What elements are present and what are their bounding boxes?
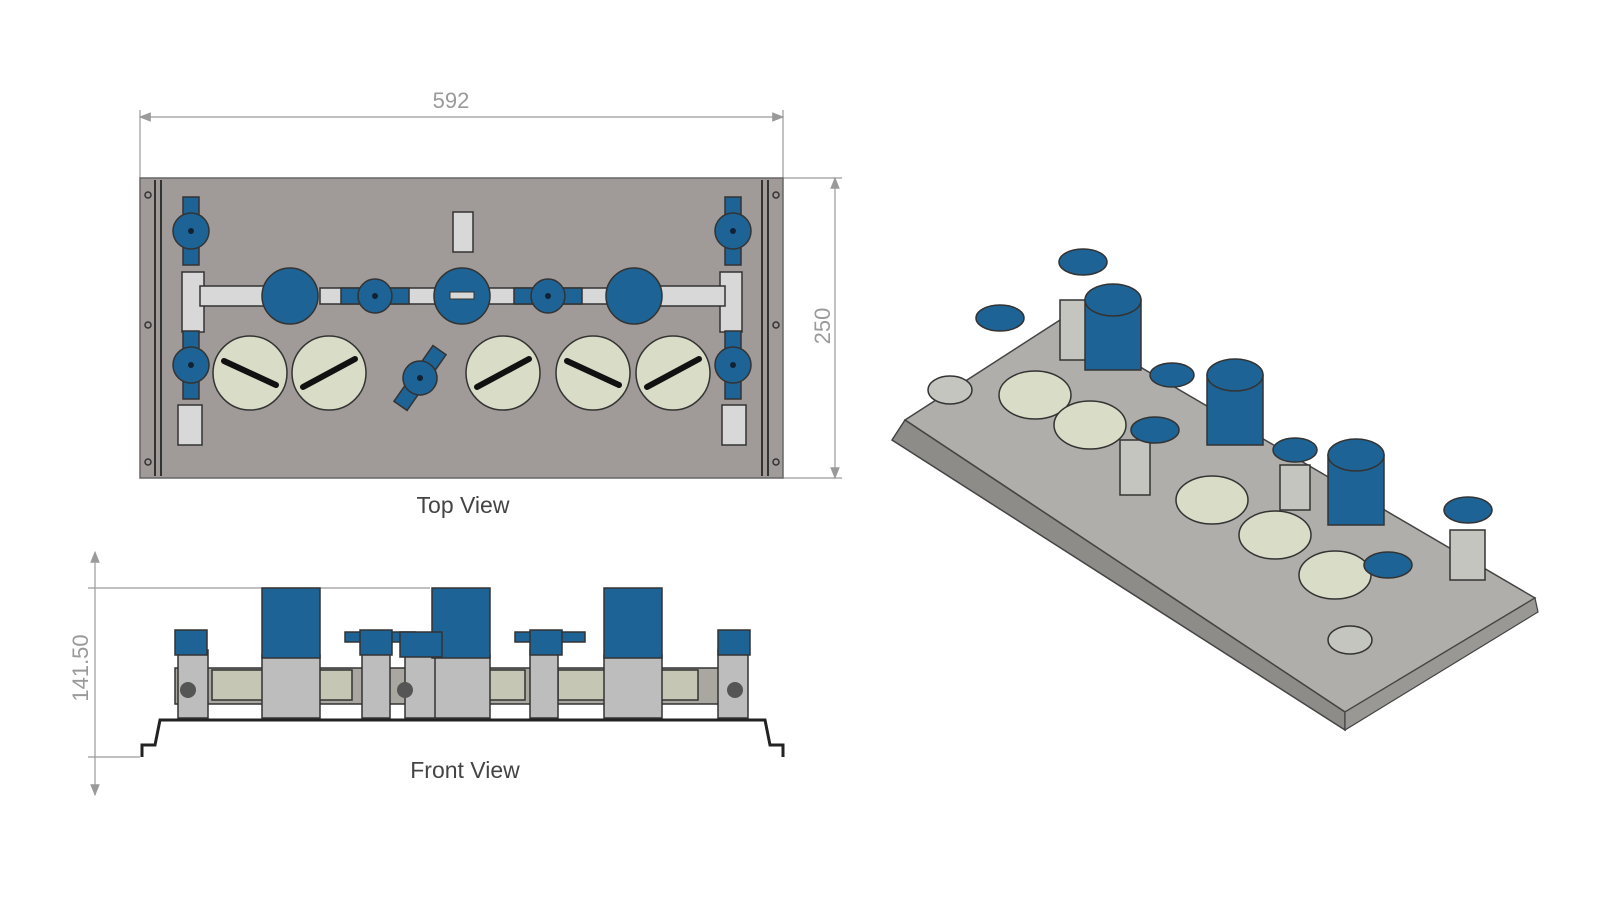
depth-dimension-label: 250 — [810, 308, 835, 345]
gauge — [292, 336, 366, 410]
height-dimension-label: 141.50 — [68, 634, 93, 701]
top-view — [139, 177, 784, 479]
width-dimension: 592 — [138, 88, 785, 178]
front-view-label: Front View — [410, 757, 520, 783]
width-dimension-label: 592 — [433, 88, 470, 113]
gauge — [213, 336, 287, 410]
mounting-holes — [144, 191, 780, 466]
regulator-right — [605, 267, 663, 325]
regulator-left — [261, 267, 319, 325]
gauge — [556, 336, 630, 410]
regulator-cap-right — [603, 587, 663, 659]
top-view-label: Top View — [417, 492, 510, 518]
regulator-cap-left — [261, 587, 321, 659]
gauge — [636, 336, 710, 410]
front-view — [140, 587, 785, 757]
base-bracket — [140, 718, 785, 757]
height-dimension: 141.50 — [68, 550, 430, 797]
gauge — [466, 336, 540, 410]
isometric-view — [890, 248, 1539, 732]
depth-dimension: 250 — [783, 176, 842, 480]
